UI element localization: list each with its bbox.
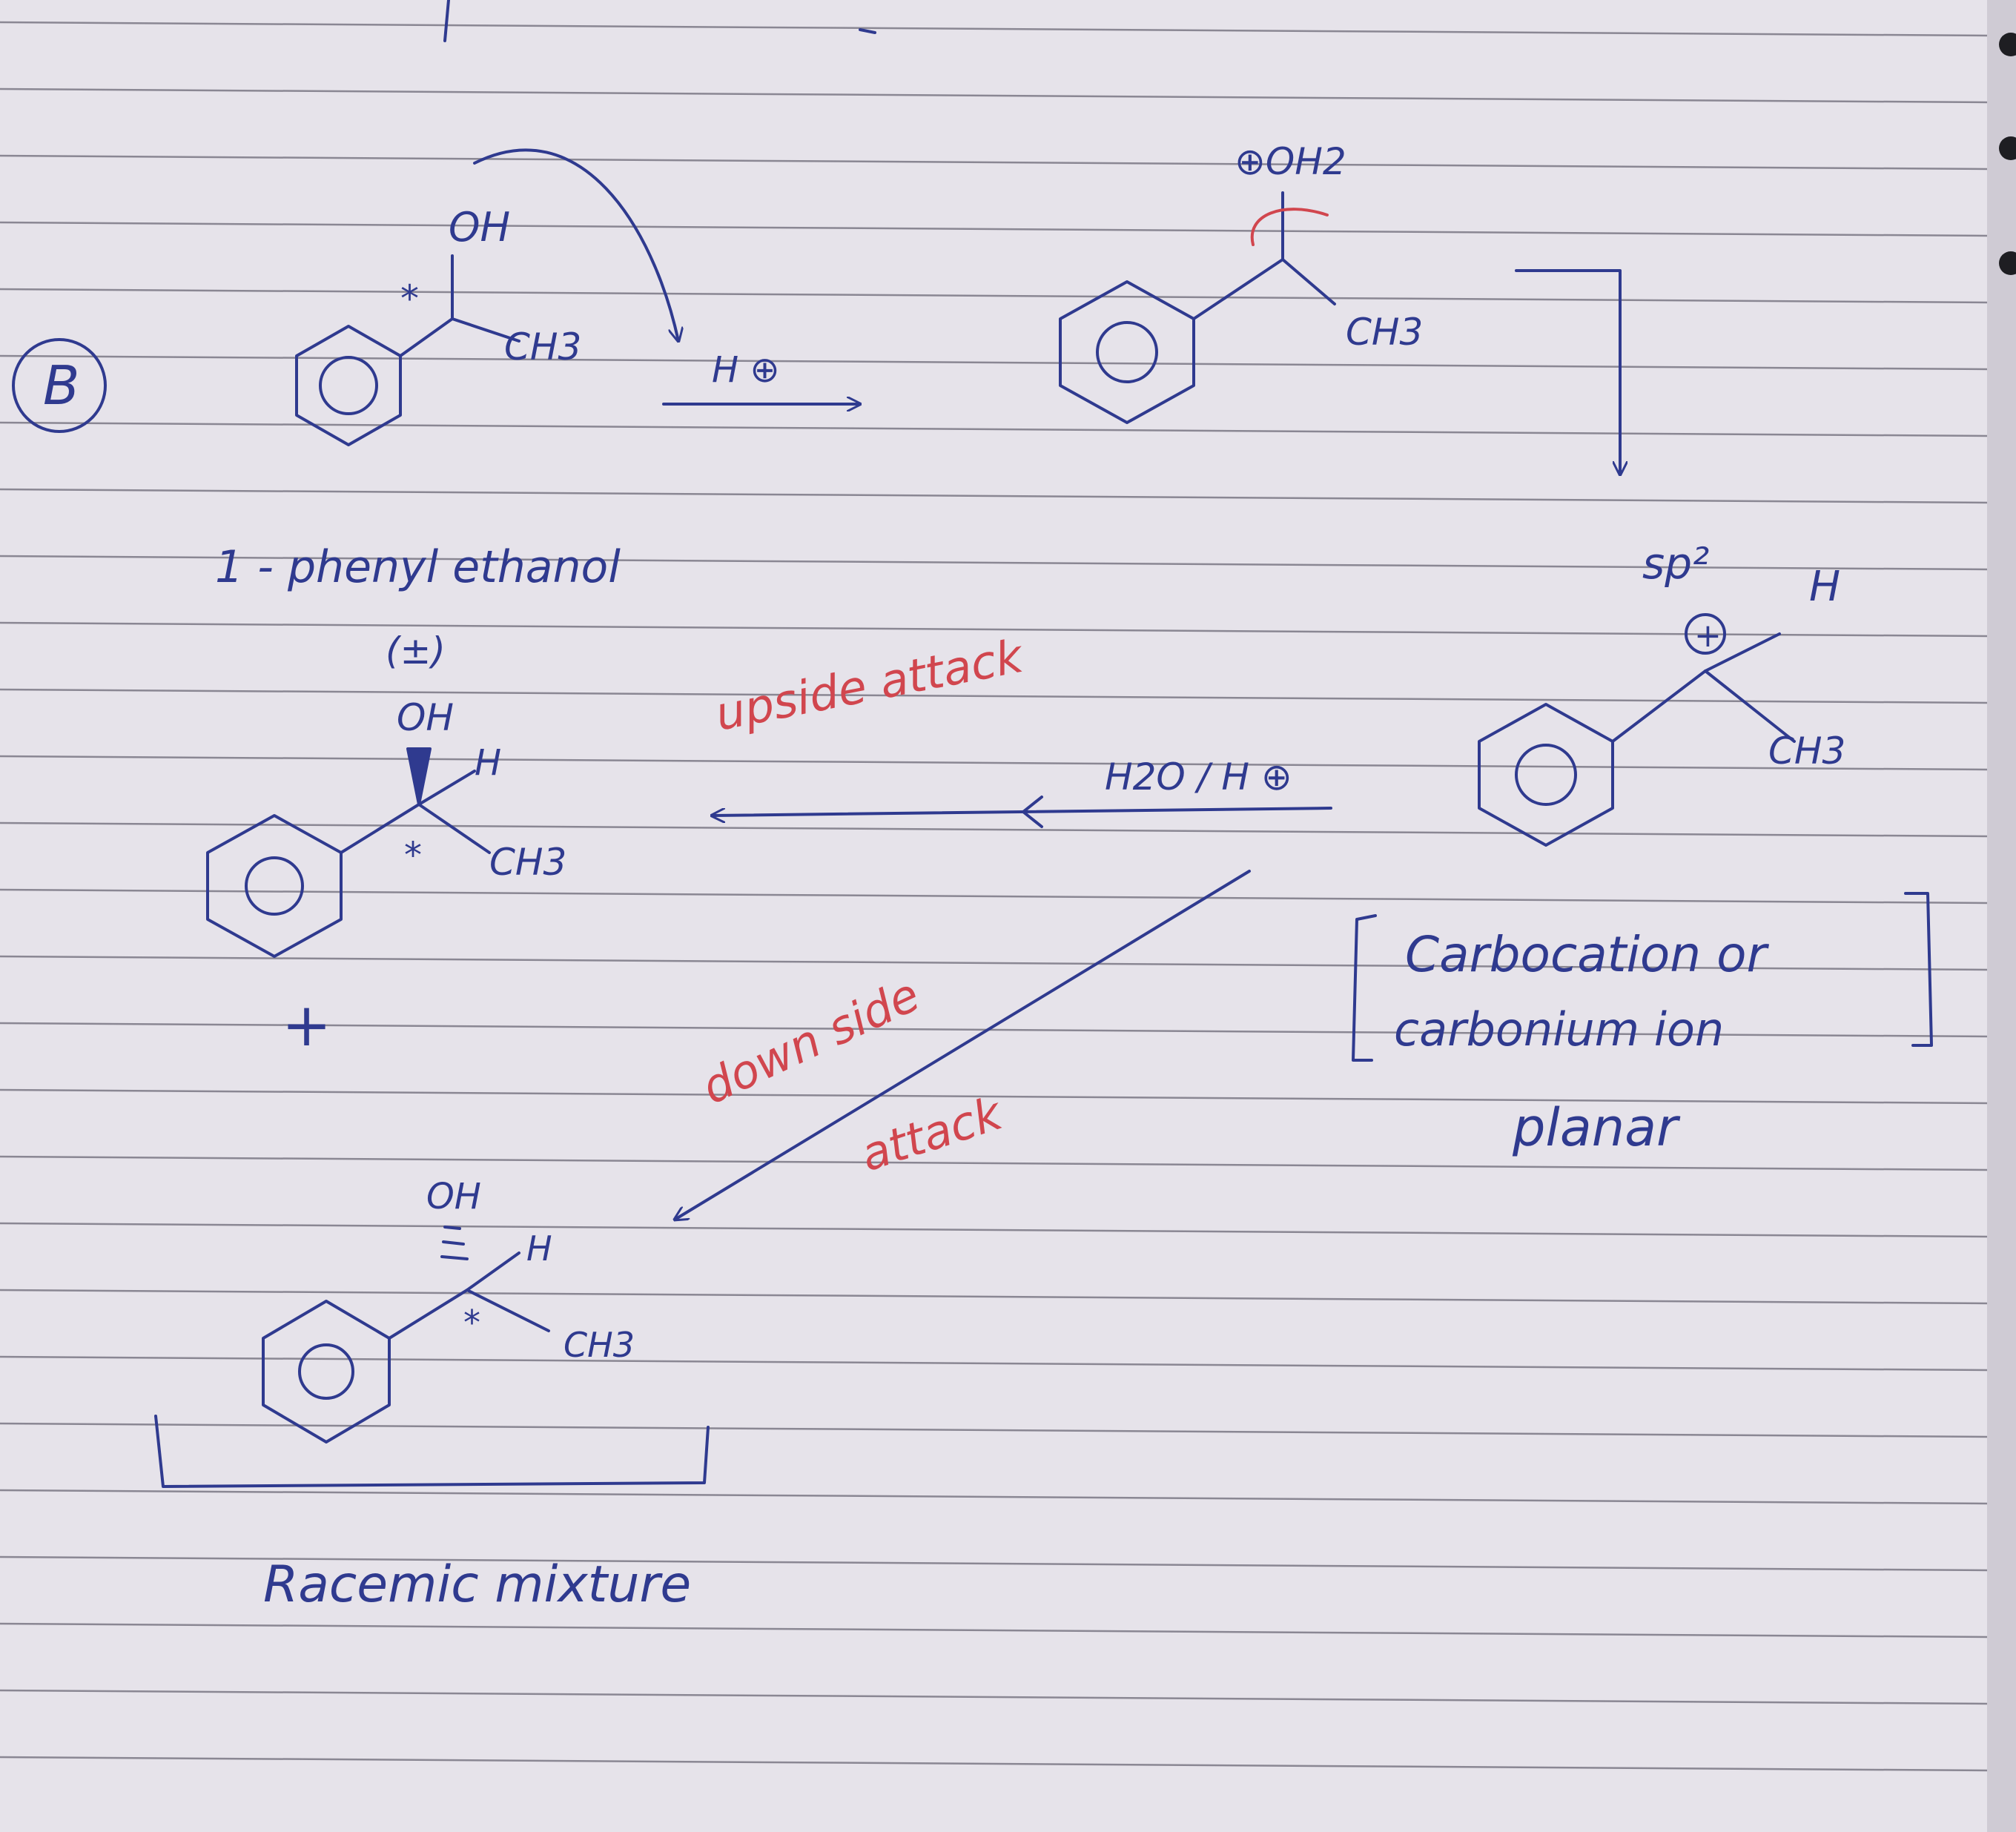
ruled-line	[0, 955, 1988, 971]
note-line-1: Carbocation or	[1405, 926, 1769, 983]
ruled-line	[0, 688, 1988, 704]
label-b-circle	[12, 338, 107, 433]
ruled-line	[0, 154, 1988, 171]
product1-star: *	[404, 835, 422, 876]
carbocation-ch3: CH3	[1768, 730, 1845, 773]
ruled-line	[0, 1689, 1988, 1705]
ruled-line	[0, 888, 1988, 905]
reactant-oh: OH	[449, 204, 510, 251]
racemic-mixture-label: Racemic mixture	[263, 1555, 691, 1614]
ruled-line	[0, 621, 1988, 638]
note-line-2: carbonium ion	[1394, 1002, 1724, 1056]
ruled-line	[0, 1355, 1988, 1372]
reactant-structure	[295, 148, 678, 446]
reagent-water: H2O / H ⊕	[1105, 755, 1292, 798]
ruled-line	[0, 488, 1988, 504]
ruled-line	[0, 555, 1988, 571]
oxonium-intermediate	[1059, 191, 1336, 424]
ruled-lines	[0, 21, 1988, 1772]
racemic-bracket	[154, 1415, 710, 1488]
reactant-name: 1 - phenyl ethanol	[215, 541, 621, 593]
ruled-line	[0, 1088, 1988, 1105]
arrow-loss-of-water	[1515, 269, 1620, 476]
spiral-hole	[1999, 251, 2016, 275]
ruled-line	[0, 1222, 1988, 1238]
ruled-line	[0, 354, 1988, 371]
stray-mark	[859, 28, 876, 34]
product2-star: *	[463, 1303, 480, 1343]
ruled-line	[0, 288, 1988, 304]
ruled-line	[0, 1756, 1988, 1772]
stray-mark	[443, 0, 450, 42]
label-b: B	[43, 354, 79, 417]
note-bracket-left	[1352, 914, 1377, 1062]
ruled-line	[0, 221, 1988, 237]
product2-h: H	[526, 1229, 552, 1269]
carbocation-plus: +	[1694, 617, 1722, 655]
ruled-line	[0, 1289, 1988, 1305]
leaving-group-arrow	[1250, 208, 1329, 246]
spiral-hole	[1999, 136, 2016, 160]
carbocation-structure	[1478, 613, 1796, 847]
ruled-line	[0, 21, 1988, 37]
product-s-structure	[262, 1226, 550, 1444]
ruled-line	[0, 1622, 1988, 1638]
intermediate-ch3: CH3	[1346, 311, 1423, 354]
arrow-downside-attack	[675, 870, 1251, 1220]
arrow-midpoint-tick	[1022, 796, 1043, 828]
racemic-sign: (±)	[386, 629, 446, 672]
ruled-line	[0, 1155, 1988, 1171]
ruled-line	[0, 821, 1988, 838]
product2-ch3: CH3	[564, 1325, 635, 1365]
ruled-line	[0, 1489, 1988, 1505]
ruled-line	[0, 421, 1988, 437]
intermediate-oh2: ⊕OH2	[1235, 140, 1346, 183]
spiral-hole	[1999, 33, 2016, 56]
carbocation-h: H	[1809, 563, 1840, 611]
product-r-structure	[206, 747, 491, 958]
product2-oh: OH	[426, 1176, 481, 1217]
reagent-proton: H ⊕	[712, 349, 780, 391]
reactant-star: *	[400, 277, 419, 320]
product1-ch3: CH3	[489, 841, 566, 884]
carbocation-sp2: sp²	[1642, 538, 1709, 589]
ruled-line	[0, 755, 1988, 771]
note-bracket-right	[1904, 892, 1933, 1047]
product1-oh: OH	[397, 696, 454, 739]
reactant-ch3: CH3	[504, 325, 581, 368]
product1-h: H	[475, 742, 501, 784]
ruled-line	[0, 1022, 1988, 1038]
note-line-3: planar	[1512, 1097, 1681, 1158]
ruled-line	[0, 87, 1988, 104]
ruled-line	[0, 1555, 1988, 1572]
page-edge-shadow	[1987, 0, 2016, 1832]
plus-sign: +	[282, 991, 331, 1059]
arrow-water-attack	[712, 807, 1332, 816]
ruled-line	[0, 1422, 1988, 1438]
